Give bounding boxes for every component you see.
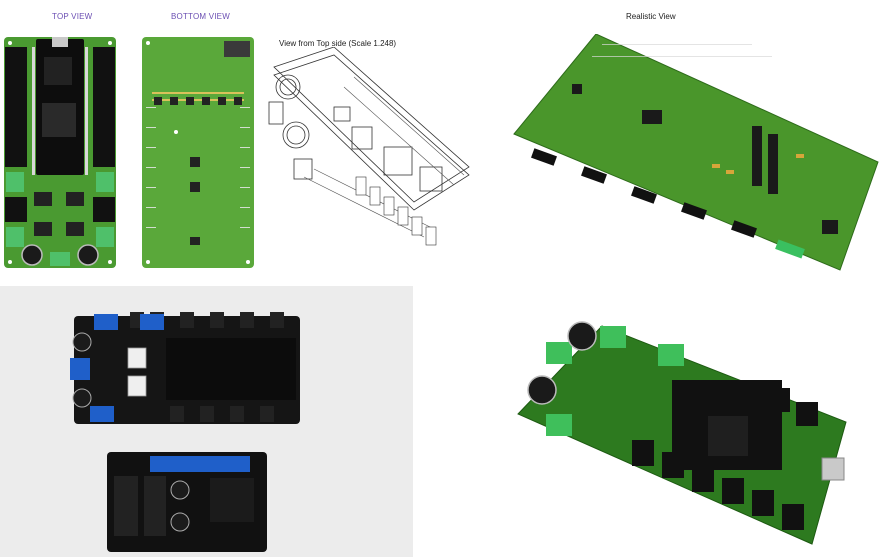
bottom-view-label: BOTTOM VIEW — [171, 12, 230, 21]
realistic-3d-pcb — [512, 34, 880, 272]
top-view-label: TOP VIEW — [52, 12, 93, 21]
isometric-line-drawing — [264, 47, 472, 250]
realistic-view-label: Realistic View — [626, 12, 676, 21]
render-3d-board — [512, 318, 852, 550]
photo-real-boards — [0, 286, 413, 557]
view-from-top-label: View from Top side (Scale 1.248) — [279, 39, 397, 48]
pcb-top-view — [4, 37, 116, 268]
pcb-bottom-view — [142, 37, 254, 268]
